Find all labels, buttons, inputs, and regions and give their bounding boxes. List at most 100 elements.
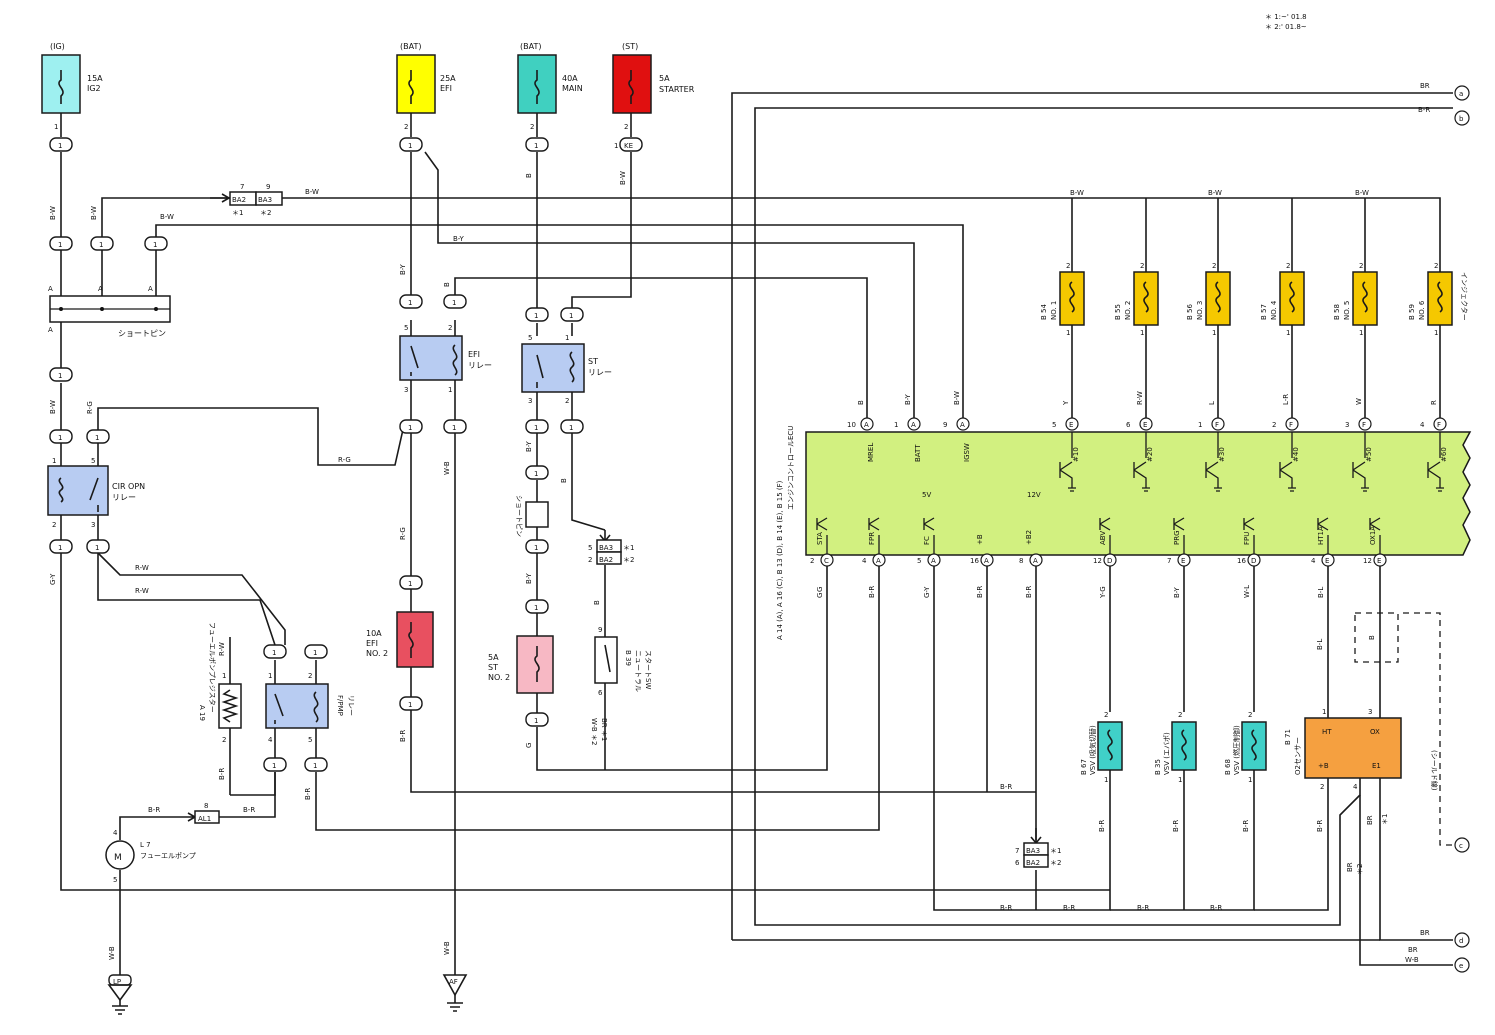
fuse-efi2: 10A EFI NO. 2	[366, 611, 434, 668]
svg-text:9: 9	[943, 421, 947, 429]
engine-ecu: エンジンコントロールECU A 14 (A), A 16 (C), B 13 (…	[776, 426, 1472, 640]
wire-color: G	[816, 593, 824, 598]
svg-text:BR: BR	[1420, 929, 1430, 937]
svg-text:＊1: ＊1	[623, 544, 634, 552]
svg-text:2: 2	[624, 123, 628, 131]
svg-text:3: 3	[1345, 421, 1349, 429]
svg-text:1: 1	[408, 142, 412, 150]
ecu-pin-plusB: A16+BB-R	[970, 534, 994, 598]
svg-text:BR: BR	[1420, 82, 1430, 90]
svg-text:1: 1	[313, 762, 317, 770]
wire-color: L	[1208, 401, 1216, 405]
svg-text:1: 1	[408, 299, 412, 307]
svg-text:W-B: W-B	[1405, 956, 1419, 964]
svg-text:1: 1	[534, 142, 538, 150]
svg-text:1: 1	[565, 334, 569, 342]
svg-text:E: E	[1377, 557, 1381, 565]
svg-text:W-B: W-B	[108, 946, 116, 960]
svg-text:5: 5	[113, 876, 117, 884]
svg-text:BA2: BA2	[232, 196, 246, 204]
svg-text:NO. 2: NO. 2	[488, 673, 510, 682]
svg-text:ST: ST	[588, 357, 598, 366]
svg-text:4: 4	[862, 557, 867, 565]
svg-text:R-W: R-W	[135, 564, 149, 572]
svg-text:6: 6	[1126, 421, 1131, 429]
svg-text:B-W: B-W	[305, 188, 319, 196]
svg-text:B-R: B-R	[1242, 820, 1250, 832]
neutral-start-switch: 96 B 39 ニュートラル スタートSW BR ＊1 W-B ＊2	[590, 626, 653, 745]
svg-text:1: 1	[1286, 329, 1290, 337]
ecu-pin-#60: F4#60R	[1420, 400, 1448, 492]
svg-text:1: 1	[153, 241, 157, 249]
svg-text:1: 1	[408, 701, 412, 709]
svg-text:R-W: R-W	[135, 587, 149, 595]
svg-text:LP: LP	[113, 978, 121, 986]
svg-text:B-R: B-R	[1172, 820, 1180, 832]
svg-text:E: E	[1325, 557, 1329, 565]
svg-text:L 7: L 7	[140, 841, 151, 849]
wire-color: Y	[1062, 400, 1070, 406]
svg-text:＊1: ＊1	[1381, 814, 1389, 825]
svg-text:B-Y: B-Y	[525, 441, 533, 452]
svg-text:＊1: ＊1	[1050, 847, 1061, 855]
svg-text:BA2: BA2	[599, 556, 613, 564]
svg-text:3: 3	[91, 521, 95, 529]
svg-text:2: 2	[1178, 711, 1182, 719]
svg-text:B 71: B 71	[1284, 729, 1292, 745]
svg-text:STARTER: STARTER	[659, 85, 695, 94]
svg-text:#10: #10	[1072, 447, 1080, 462]
svg-text:A: A	[148, 285, 153, 293]
svg-text:2: 2	[1286, 262, 1290, 270]
svg-text:OX: OX	[1370, 728, 1380, 736]
injector-no: NO. 4	[1270, 300, 1278, 320]
svg-text:ABV: ABV	[1099, 531, 1107, 545]
svg-text:ショートピン: ショートピン	[118, 329, 166, 338]
svg-text:G-Y: G-Y	[49, 573, 57, 585]
svg-text:2: 2	[1272, 421, 1276, 429]
svg-text:1: 1	[58, 142, 62, 150]
svg-text:B-R: B-R	[1000, 783, 1012, 791]
svg-text:12: 12	[1363, 557, 1372, 565]
fuse-efi: (BAT) 25A EFI	[396, 42, 456, 114]
svg-text:25A: 25A	[440, 74, 456, 83]
al1-connector: AL1 8	[180, 802, 220, 824]
svg-text:B-W: B-W	[1355, 189, 1369, 197]
svg-text:1: 1	[272, 649, 276, 657]
svg-text:#60: #60	[1440, 447, 1448, 462]
svg-text:B-R: B-R	[1000, 904, 1012, 912]
svg-text:BATT: BATT	[914, 444, 922, 462]
injector-id: B 59	[1408, 304, 1416, 320]
svg-text:1: 1	[58, 434, 62, 442]
wire-color: G-Y	[923, 586, 931, 598]
svg-text:FPR: FPR	[868, 532, 876, 545]
svg-text:＊2: ＊2	[1050, 859, 1061, 867]
wire-color: B-W	[953, 391, 961, 405]
svg-text:B-W: B-W	[619, 171, 627, 185]
svg-text:FC: FC	[923, 536, 931, 545]
svg-text:1: 1	[534, 717, 538, 725]
svg-text:BA3: BA3	[1026, 847, 1040, 855]
svg-text:1: 1	[95, 434, 99, 442]
svg-text:PRG: PRG	[1173, 530, 1181, 545]
svg-text:8: 8	[1019, 557, 1023, 565]
svg-text:リレー: リレー	[112, 493, 136, 502]
svg-text:HT: HT	[1322, 728, 1332, 736]
svg-text:2: 2	[1066, 262, 1070, 270]
svg-text:A: A	[48, 326, 53, 334]
svg-text:#30: #30	[1218, 447, 1226, 462]
svg-text:BR: BR	[1346, 862, 1354, 872]
svg-text:1: 1	[569, 424, 573, 432]
svg-text:e: e	[1459, 962, 1463, 970]
svg-text:フューエルポンプレジスター: フューエルポンプレジスター	[208, 622, 217, 713]
svg-text:B-R: B-R	[1316, 820, 1324, 832]
svg-text:2: 2	[1104, 711, 1108, 719]
svg-text:1: 1	[408, 424, 412, 432]
ecu-pin-#30: F1#30L	[1198, 401, 1226, 492]
svg-text:B-R: B-R	[399, 730, 407, 742]
svg-text:A: A	[864, 421, 869, 429]
